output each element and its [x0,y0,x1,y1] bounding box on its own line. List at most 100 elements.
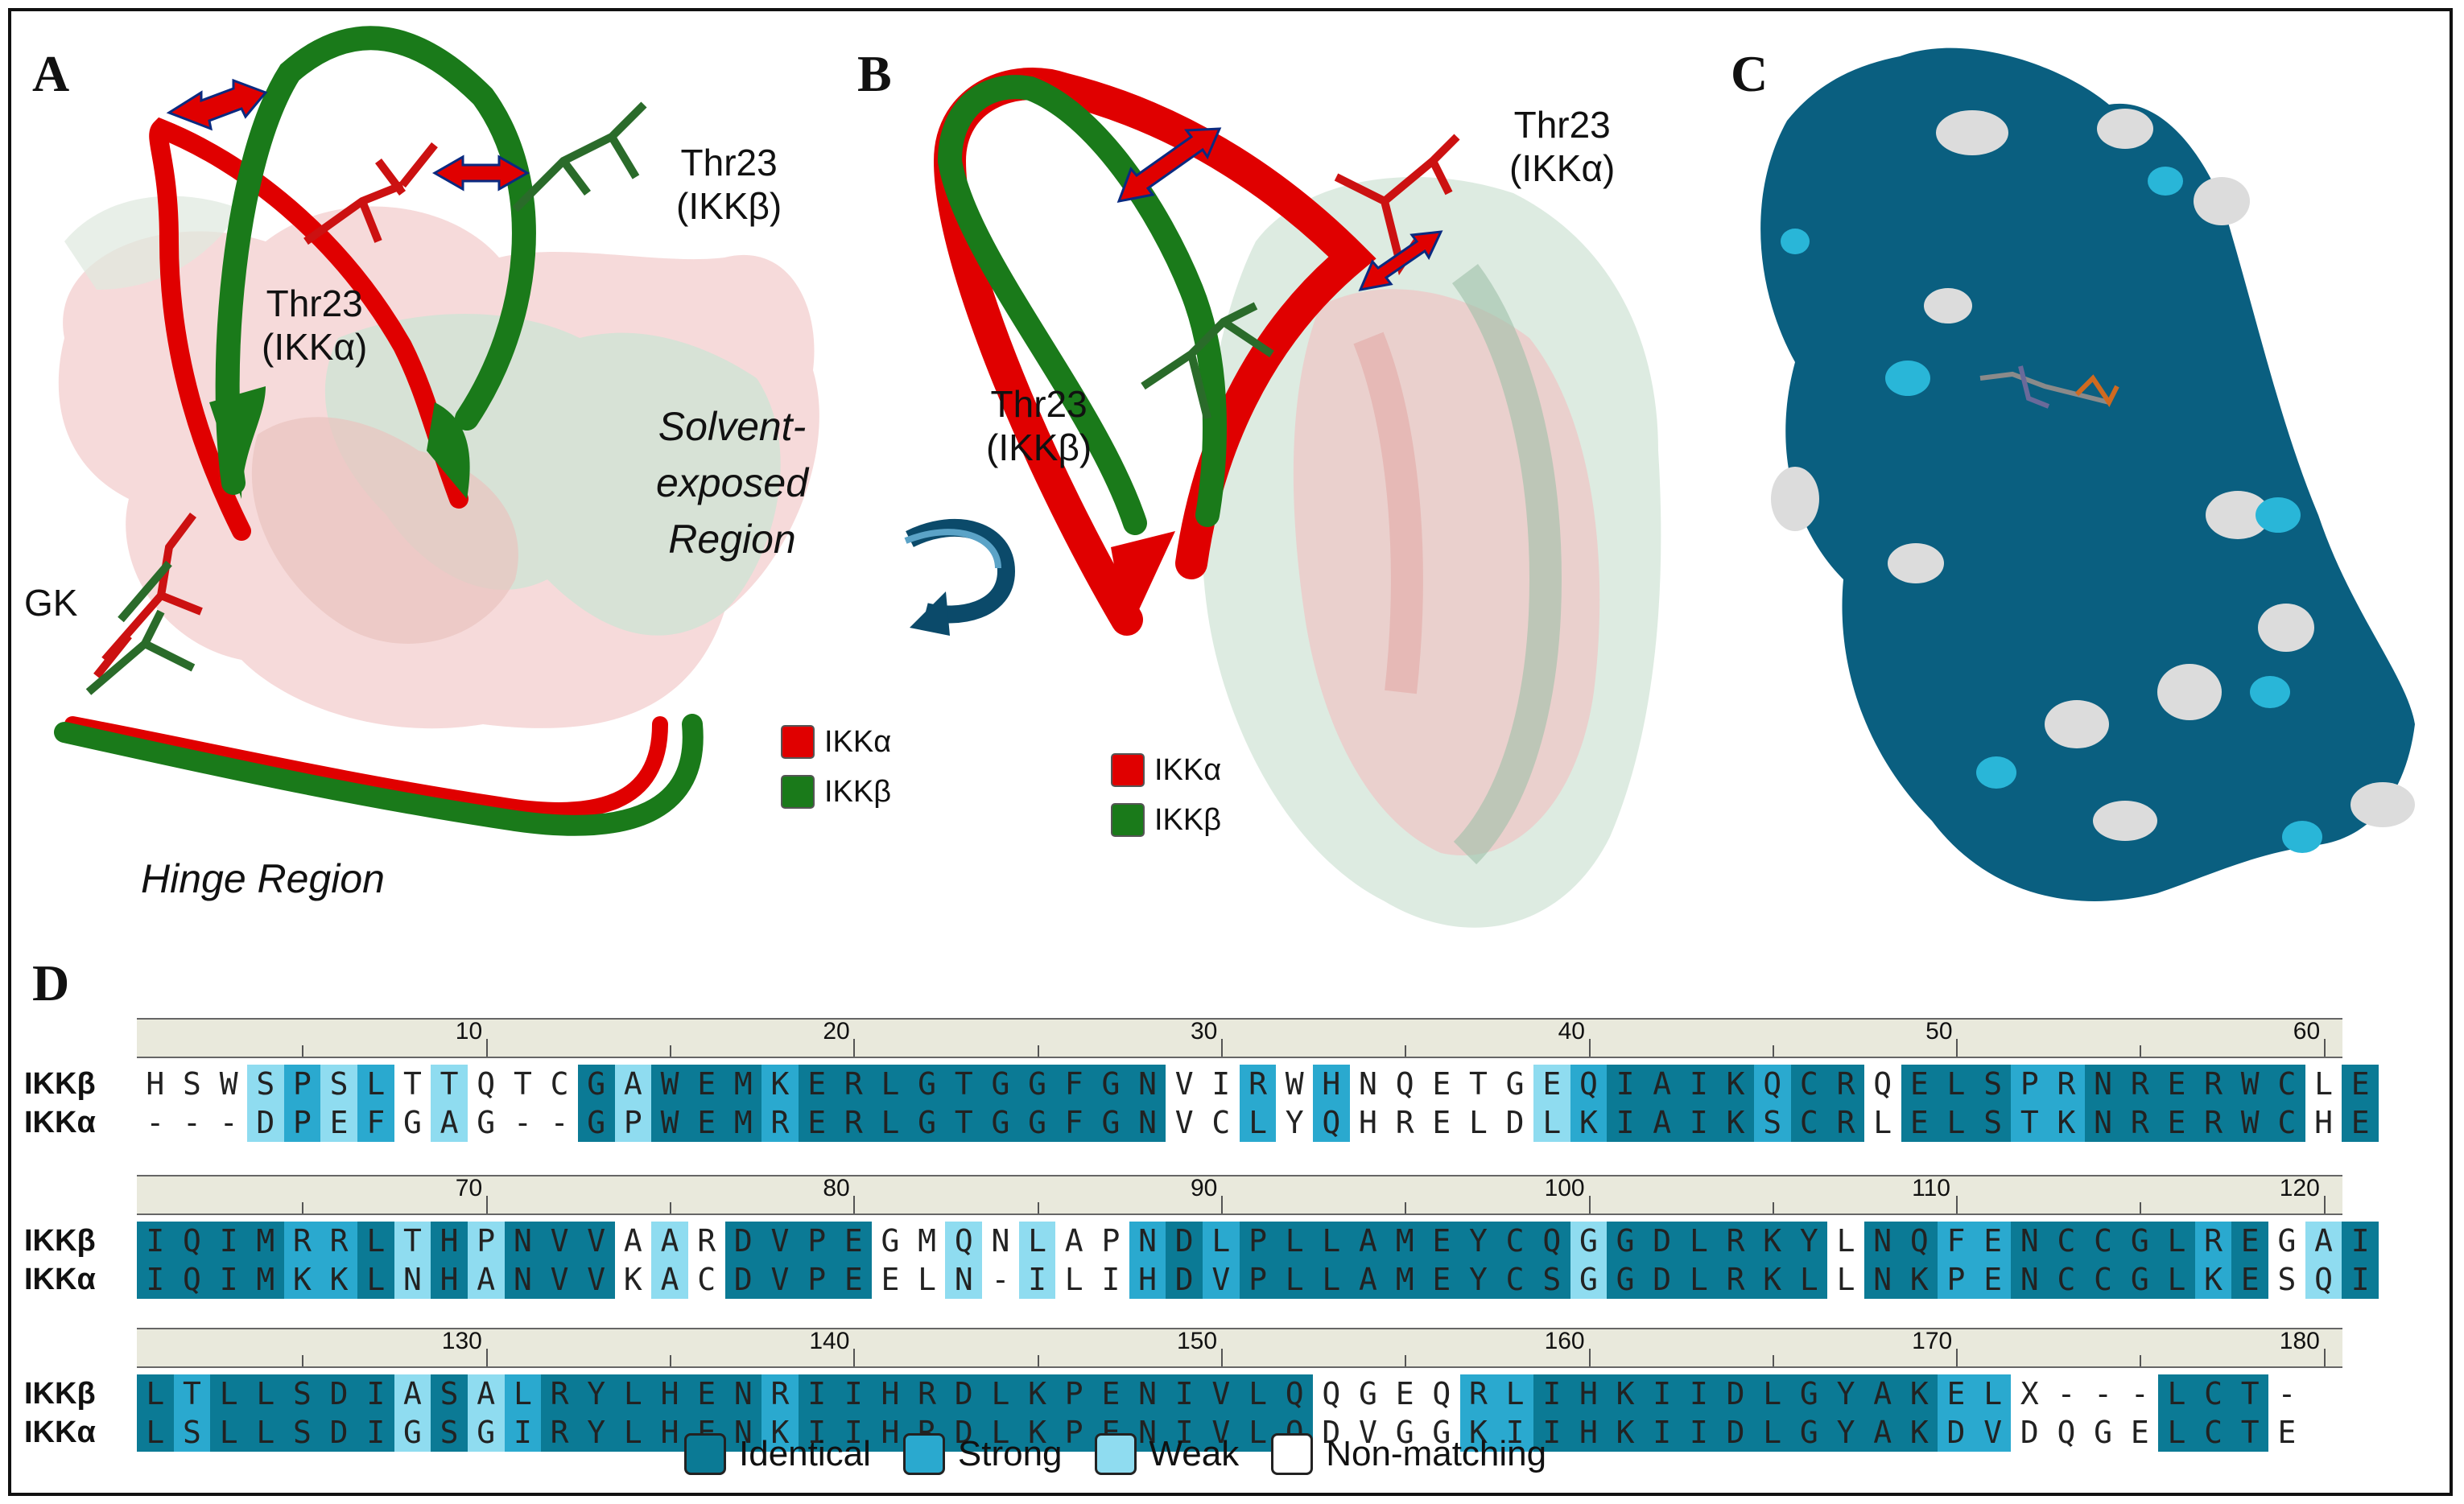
ruler-tick [1037,1045,1039,1057]
ruler-number: 110 [1912,1175,1950,1201]
residue: N [1129,1222,1166,1260]
residue: R [1717,1222,1754,1260]
residue: D [1643,1260,1681,1299]
residue: L [1459,1103,1497,1142]
residue: K [1717,1103,1754,1142]
residue: G [2268,1222,2305,1260]
residue: V [1166,1103,1203,1142]
ruler-number: 60 [2293,1018,2321,1045]
residue: R [1239,1065,1277,1103]
residue: L [137,1413,174,1452]
residue: I [1607,1103,1644,1142]
residue: L [1938,1065,1975,1103]
residue: - [541,1103,578,1142]
panel-a-label: A [32,45,70,102]
residue: R [1827,1103,1864,1142]
residue: H [651,1413,688,1452]
residue: V [541,1222,578,1260]
residue: Q [1276,1374,1313,1413]
residue: G [467,1413,505,1452]
residue: I [137,1260,174,1299]
residue: V [1349,1413,1387,1452]
residue: N [2084,1065,2122,1103]
residue: V [1203,1260,1240,1299]
a-legend: IKKα IKKβ [781,720,891,814]
residue: L [210,1413,247,1452]
legend-item-strong: Strong [902,1433,1063,1475]
residue: G [1790,1374,1828,1413]
ruler-tick [302,1045,304,1057]
a-hinge-region-label: Hinge Region [141,856,385,901]
residue: Y [577,1374,615,1413]
residue: G [467,1103,505,1142]
residue: L [1680,1260,1718,1299]
residue: K [761,1413,799,1452]
ruler-number: 10 [455,1018,483,1045]
residue: P [283,1103,321,1142]
residue: Q [1386,1065,1423,1103]
residue: C [1790,1065,1828,1103]
residue: I [835,1374,873,1413]
residue: L [1055,1260,1093,1299]
ruler-tick [1956,1039,1958,1057]
residue: C [2084,1222,2122,1260]
residue: E [2268,1413,2305,1452]
residue: I [1680,1065,1718,1103]
residue: R [541,1374,578,1413]
ruler-tick [1588,1196,1591,1214]
residue: N [1129,1413,1166,1452]
residue: R [2194,1065,2232,1103]
residue: E [798,1065,836,1103]
residue: K [283,1260,321,1299]
residue: H [2305,1103,2342,1142]
residue: F [1055,1103,1093,1142]
residue: - [504,1103,542,1142]
residue: L [357,1222,394,1260]
residue: - [2048,1374,2085,1413]
residue: - [982,1260,1019,1299]
legend-label: Strong [957,1434,1063,1473]
ruler-tick [2140,1202,2142,1214]
residue: I [1533,1374,1570,1413]
residue: M [724,1103,762,1142]
a-legend-alpha-swatch [781,725,815,759]
residue: - [2121,1374,2159,1413]
residue: H [651,1374,688,1413]
residue: P [1092,1222,1129,1260]
residue: R [2194,1222,2232,1260]
residue: D [1643,1222,1681,1260]
residue: C [1496,1260,1533,1299]
residue: T [2231,1413,2269,1452]
residue: I [1166,1413,1203,1452]
residue: T [2011,1103,2049,1142]
ruler-tick [1956,1196,1958,1214]
residue: D [1166,1222,1203,1260]
residue: R [283,1222,321,1260]
residue: A [467,1260,505,1299]
residue: K [1717,1065,1754,1103]
residue: M [246,1260,284,1299]
residue: N [1129,1065,1166,1103]
residue: R [541,1413,578,1452]
residue: Q [2305,1260,2342,1299]
ruler-tick [485,1196,488,1214]
residue: V [1203,1413,1240,1452]
residue: L [1276,1260,1313,1299]
residue: K [1753,1260,1791,1299]
residue: C [2268,1065,2305,1103]
residue: I [210,1260,247,1299]
residue: D [945,1413,983,1452]
residue: H [872,1413,909,1452]
residue: I [1092,1260,1129,1299]
residue: R [761,1103,799,1142]
residue: A [1643,1065,1681,1103]
residue: C [1496,1222,1533,1260]
ruler-tick [1405,1355,1407,1366]
residue: P [798,1260,836,1299]
residue: G [2084,1413,2122,1452]
residue: W [651,1103,688,1142]
residue: K [1018,1413,1056,1452]
residue: G [1349,1374,1387,1413]
residue: E [2342,1103,2379,1142]
